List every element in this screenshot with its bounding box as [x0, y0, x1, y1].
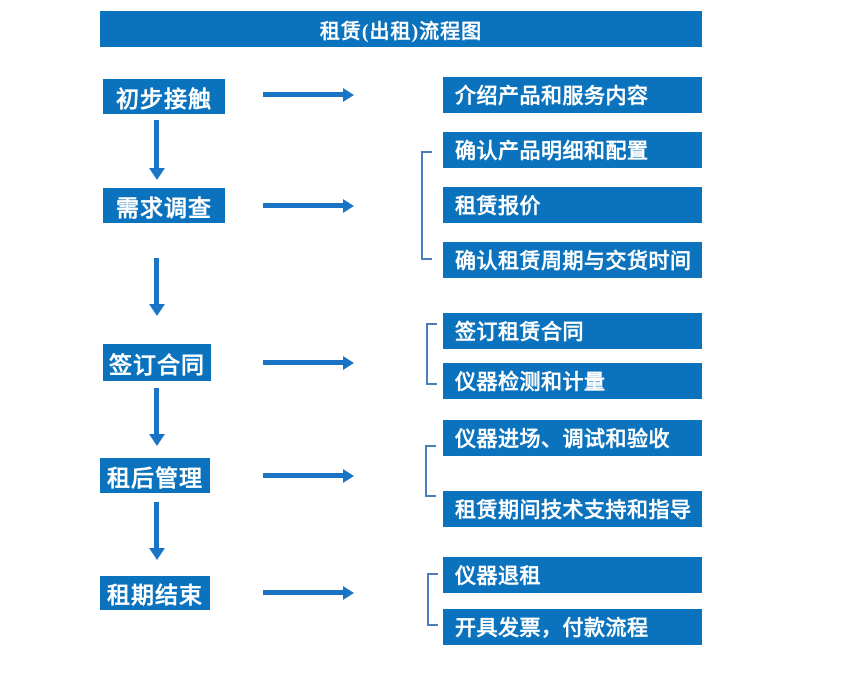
group-bracket: [426, 323, 437, 385]
detail-box: 介绍产品和服务内容: [443, 77, 702, 113]
detail-box: 仪器退租: [443, 557, 702, 593]
down-arrow: [154, 502, 159, 548]
down-arrow: [154, 258, 159, 304]
right-arrow: [263, 360, 343, 365]
step-box-sign-contract: 签订合同: [103, 344, 211, 381]
detail-box: 仪器进场、调试和验收: [443, 420, 702, 456]
detail-box: 仪器检测和计量: [443, 363, 702, 399]
down-arrow: [154, 120, 159, 168]
detail-box: 确认产品明细和配置: [443, 132, 702, 168]
group-bracket: [421, 151, 432, 260]
step-box-initial-contact: 初步接触: [103, 79, 225, 114]
detail-box: 签订租赁合同: [443, 313, 702, 349]
detail-box: 租赁期间技术支持和指导: [443, 491, 702, 527]
step-box-rental-end: 租期结束: [100, 576, 210, 610]
step-box-post-rental-management: 租后管理: [100, 458, 210, 493]
detail-box: 开具发票，付款流程: [443, 609, 702, 645]
group-bracket: [425, 445, 436, 497]
detail-box: 确认租赁周期与交货时间: [443, 242, 702, 278]
right-arrow: [263, 203, 343, 208]
group-bracket: [427, 573, 438, 626]
down-arrow: [154, 388, 159, 434]
right-arrow: [263, 92, 343, 97]
detail-box: 租赁报价: [443, 187, 702, 223]
step-box-demand-survey: 需求调查: [103, 188, 225, 223]
right-arrow: [263, 473, 343, 478]
flowchart-title: 租赁(出租)流程图: [100, 11, 702, 47]
right-arrow: [263, 590, 343, 595]
